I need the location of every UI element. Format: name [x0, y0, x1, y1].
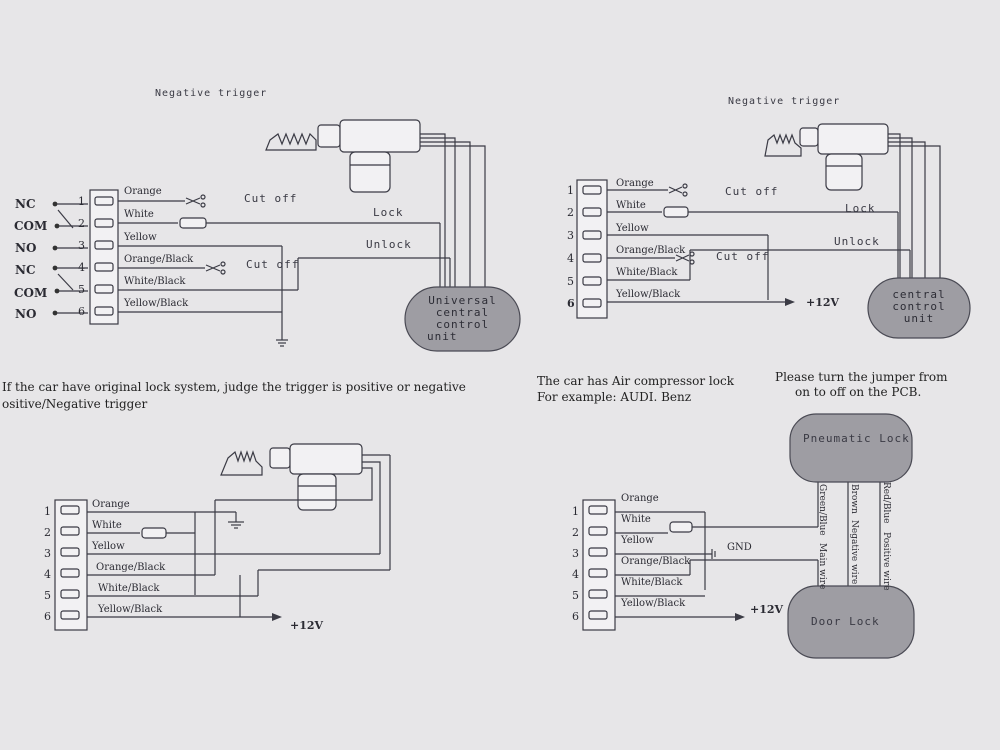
diagram4-pin-4: 4 — [572, 568, 579, 581]
diagram2-unlock-label: Unlock — [834, 235, 880, 248]
diagram1-pin-3: 3 — [78, 239, 85, 252]
vlabel-brown: Brown — [849, 484, 859, 514]
diagram2-wire-yellow: Yellow — [616, 223, 649, 234]
diagram1-pin-2: 2 — [78, 217, 85, 230]
diagram3-wire-yellow: Yellow — [92, 541, 125, 552]
diagram2-pin-3: 3 — [567, 229, 574, 242]
diagram2-title: Negative trigger — [728, 96, 841, 107]
diagram4-wire-white: White — [621, 514, 651, 525]
diagram4-power-label: +12V — [750, 603, 784, 616]
diagram4-wire-yellow: Yellow — [621, 535, 654, 546]
diagram4-wire-orange-black: Orange/Black — [621, 556, 691, 567]
diagram3-note-line1: If the car have original lock system, ju… — [2, 380, 466, 394]
diagram1-pin-1: 1 — [78, 195, 85, 208]
vlabel-red-blue: Red/Blue — [881, 482, 891, 524]
diagram3-pin-6: 6 — [44, 610, 51, 623]
diagram4-gnd-label: GND — [727, 542, 752, 553]
diagram1-unit-line3: control — [435, 318, 490, 331]
diagram2-control-unit: central control unit — [868, 289, 970, 325]
diagram2-wire-white: White — [616, 200, 646, 211]
diagram4-wire-white-black: White/Black — [621, 577, 683, 588]
diagram2-wire-white-black: White/Black — [616, 267, 678, 278]
diagram1-wire-yellow: Yellow — [124, 232, 157, 243]
diagram3-wire-white-black: White/Black — [98, 583, 160, 594]
diagram2-wire-yellow-black: Yellow/Black — [616, 289, 681, 300]
diagram1-cut-off-2: Cut off — [246, 258, 300, 271]
diagram2-unit-line1: central — [892, 288, 946, 301]
diagram4-note-left2: For example: AUDI. Benz — [537, 390, 692, 404]
diagram4-note-right1: Please turn the jumper from — [775, 370, 948, 384]
diagram3-wire-orange: Orange — [92, 499, 130, 510]
diagram1-wire-orange-black: Orange/Black — [124, 254, 194, 265]
diagram3-wire-white: White — [92, 520, 122, 531]
vlabel-positive-wire: Positive wire — [881, 532, 891, 591]
diagram4-pin-5: 5 — [572, 589, 579, 602]
diagram3-power-label: +12V — [290, 619, 324, 632]
diagram3-pin-5: 5 — [44, 589, 51, 602]
diagram1-terminal-no-2: NO — [15, 307, 37, 321]
door-lock-label: Door Lock — [811, 615, 880, 628]
diagram4-note-left1: The car has Air compressor lock — [537, 374, 734, 388]
diagram1-terminal-com-2: COM — [14, 286, 48, 300]
diagram1-terminal-nc-2: NC — [15, 263, 36, 277]
diagram4-graphics — [582, 413, 915, 659]
diagram2-pin-5: 5 — [567, 275, 574, 288]
diagram1-pin-6: 6 — [78, 305, 85, 318]
diagram3-graphics — [54, 443, 391, 631]
diagram4-pin-2: 2 — [572, 526, 579, 539]
diagram3-pin-4: 4 — [44, 568, 51, 581]
diagram1-terminal-com-1: COM — [14, 219, 48, 233]
diagram2-pin-2: 2 — [567, 206, 574, 219]
diagram2-pin-1: 1 — [567, 184, 574, 197]
diagram4-pin-3: 3 — [572, 547, 579, 560]
diagram2-pin-4: 4 — [567, 252, 574, 265]
diagram1-terminal-nc-1: NC — [15, 197, 36, 211]
diagram1-unlock-label: Unlock — [366, 238, 412, 251]
vlabel-negative-wire: Negative wire — [849, 520, 859, 585]
diagram1-title: Negative trigger — [155, 88, 268, 99]
diagram4-wire-yellow-black: Yellow/Black — [621, 598, 686, 609]
diagram3-wire-orange-black: Orange/Black — [96, 562, 166, 573]
diagram4-wire-orange: Orange — [621, 493, 659, 504]
diagram3-pin-3: 3 — [44, 547, 51, 560]
pneumatic-lock-label: Pneumatic Lock — [803, 432, 910, 445]
diagram4-note-right2: on to off on the PCB. — [795, 385, 922, 399]
diagram2-wire-orange: Orange — [616, 178, 654, 189]
diagram2-pin-6: 6 — [567, 297, 575, 310]
diagram1-wire-white-black: White/Black — [124, 276, 186, 287]
diagram3-wire-yellow-black: Yellow/Black — [98, 604, 163, 615]
vlabel-green-blue: Green/Blue — [817, 484, 827, 536]
diagram1-graphics — [52, 119, 521, 352]
diagram1-pin-5: 5 — [78, 283, 85, 296]
diagram2-lock-label: Lock — [845, 202, 876, 215]
diagram1-wire-orange: Orange — [124, 186, 162, 197]
diagram1-pin-4: 4 — [78, 261, 85, 274]
diagram2-power-label: +12V — [806, 296, 840, 309]
diagram3-pin-2: 2 — [44, 526, 51, 539]
diagram1-control-unit: Universal central control unit — [405, 295, 520, 343]
diagram1-wire-yellow-black: Yellow/Black — [124, 298, 189, 309]
diagram3-note-line2: ositive/Negative trigger — [2, 397, 148, 411]
diagram2-cut-off-2: Cut off — [716, 250, 770, 263]
diagram1-unit-line2: central — [435, 306, 490, 319]
diagram2-unit-line2: control — [892, 300, 946, 313]
diagram1-wire-white: White — [124, 209, 154, 220]
diagram4-pin-1: 1 — [572, 505, 579, 518]
diagram3-pin-1: 1 — [44, 505, 51, 518]
diagram2-wire-orange-black: Orange/Black — [616, 245, 686, 256]
vlabel-main-wire: Main wire — [817, 543, 827, 590]
diagram4-pin-6: 6 — [572, 610, 579, 623]
diagram2-unit-line3: unit — [903, 312, 935, 325]
diagram2-cut-off-1: Cut off — [725, 185, 779, 198]
diagram1-lock-label: Lock — [373, 206, 404, 219]
diagram1-unit-line1: Universal — [428, 294, 497, 307]
diagram1-terminal-no-1: NO — [15, 241, 37, 255]
diagram1-cut-off-1: Cut off — [244, 192, 298, 205]
diagram2-graphics — [576, 123, 971, 339]
diagram1-unit-line4: unit — [427, 330, 458, 343]
